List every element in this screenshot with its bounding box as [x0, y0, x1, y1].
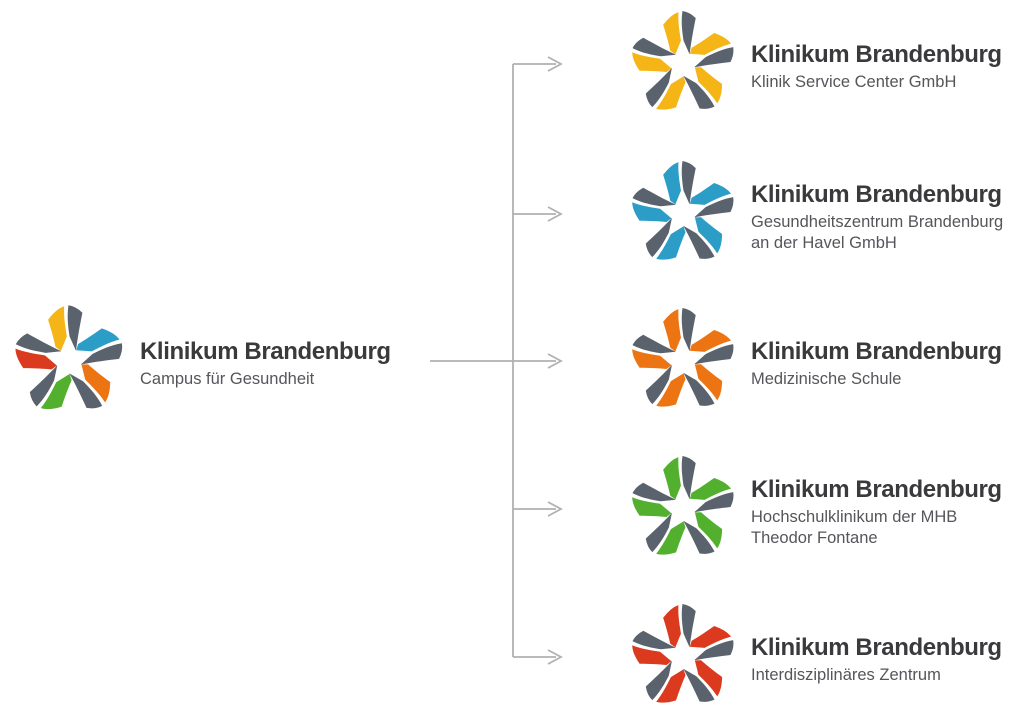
pinwheel-star-logo: [627, 604, 738, 712]
arrow-head-icon: [547, 206, 563, 222]
root-org-subtitle: Campus für Gesundheit: [140, 370, 315, 389]
org-title: Klinikum Brandenburg: [751, 338, 1002, 366]
arrow-head-icon: [547, 501, 563, 517]
arrow-head-icon: [547, 649, 563, 665]
org-node-klinik-service-center: Klinikum Brandenburg Klinik Service Cent…: [627, 8, 1002, 120]
org-node-interdisziplinaeres-zentrum: Klinikum Brandenburg Interdisziplinäres …: [627, 601, 1002, 713]
pinwheel-star-logo: [627, 456, 738, 564]
org-title: Klinikum Brandenburg: [751, 180, 1002, 208]
arrow-head-icon: [547, 56, 563, 72]
arrow-head-icon: [547, 353, 563, 369]
pinwheel-star-logo: [627, 11, 738, 119]
org-subtitle: Medizinische Schule: [751, 370, 902, 389]
root-org-title: Klinikum Brandenburg: [140, 338, 391, 366]
org-title: Klinikum Brandenburg: [751, 634, 1002, 662]
org-subtitle: Interdisziplinäres Zentrum: [751, 666, 941, 685]
org-node-hochschulklinikum: Klinikum Brandenburg Hochschulklinikum d…: [627, 453, 1002, 565]
org-subtitle: Klinik Service Center GmbH: [751, 73, 957, 92]
org-subtitle: Gesundheitszentrum Brandenburg an der Ha…: [751, 212, 1004, 252]
org-node-gesundheitszentrum: Klinikum Brandenburg Gesundheitszentrum …: [627, 158, 1003, 270]
org-title: Klinikum Brandenburg: [751, 475, 1002, 503]
pinwheel-star-logo: [10, 305, 127, 419]
org-title: Klinikum Brandenburg: [751, 41, 1002, 69]
pinwheel-star-logo: [627, 308, 738, 416]
root-org-node: Klinikum Brandenburg Campus für Gesundhe…: [10, 302, 391, 420]
org-subtitle: Hochschulklinikum der MHB Theodor Fontan…: [751, 507, 958, 547]
org-node-medizinische-schule: Klinikum Brandenburg Medizinische Schule: [627, 305, 1002, 417]
pinwheel-star-logo: [627, 161, 738, 269]
